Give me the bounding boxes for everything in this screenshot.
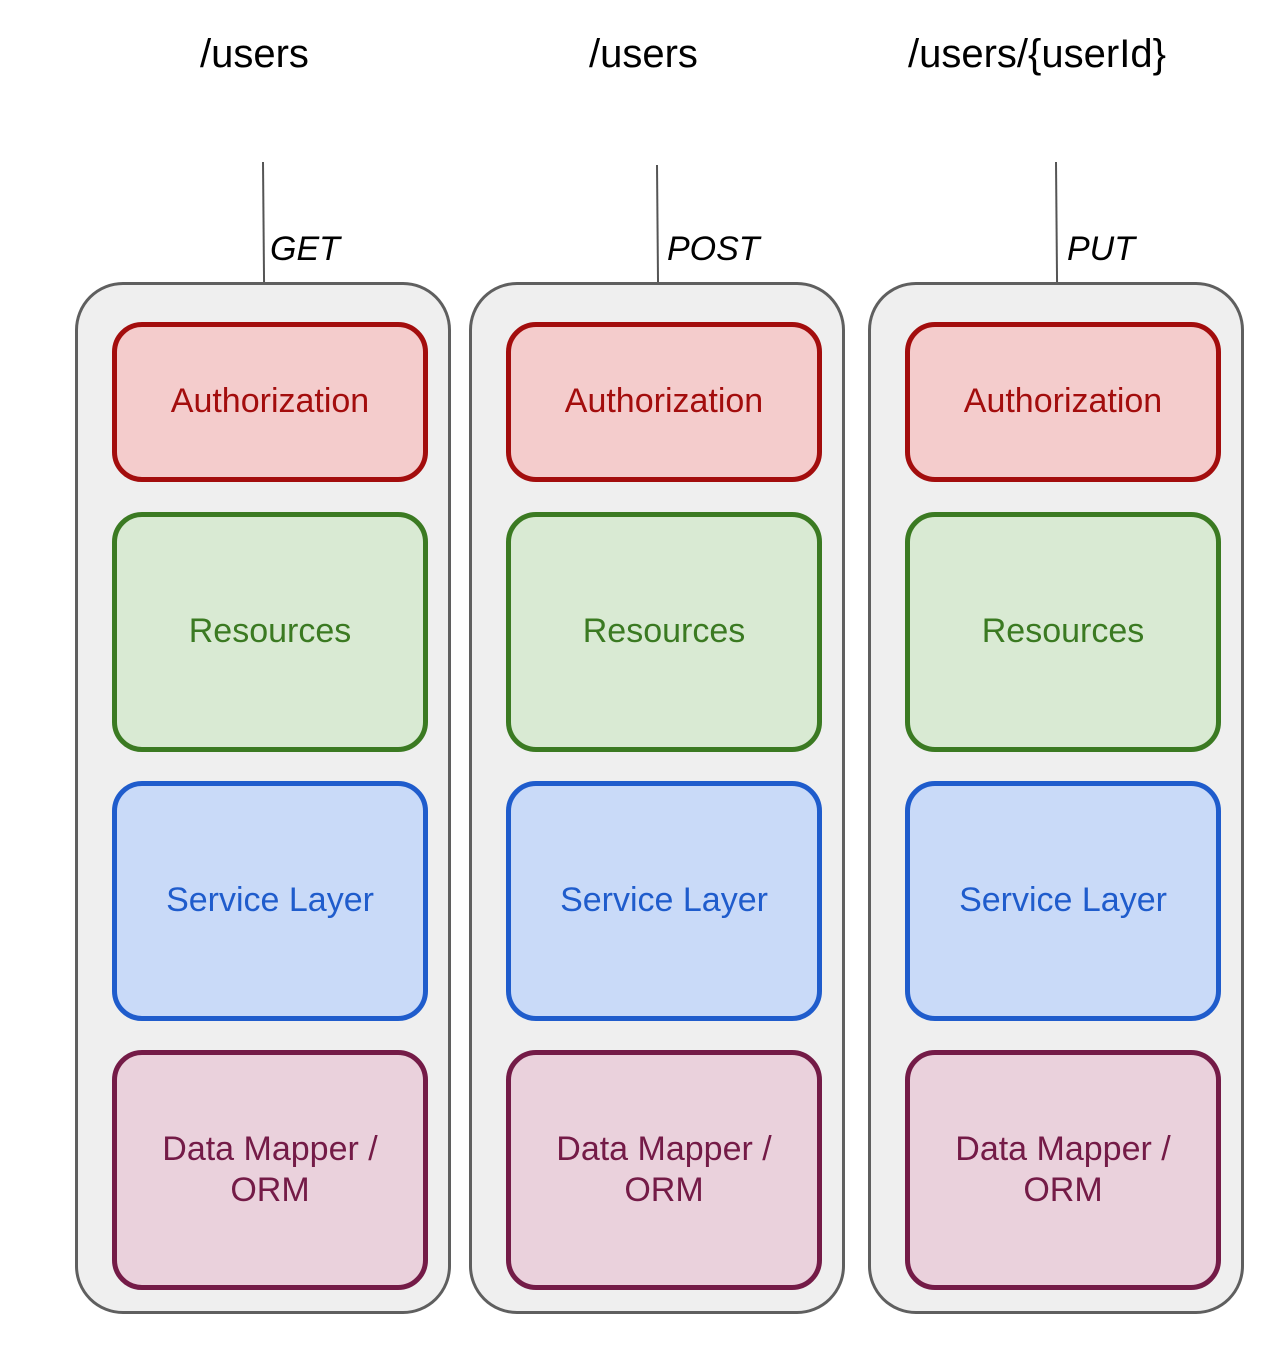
layer-stack: Authorization Resources Service Layer Da… [75, 282, 451, 1314]
service-layer: Service Layer [112, 781, 428, 1021]
resources-layer: Resources [506, 512, 822, 752]
layer-stack: Authorization Resources Service Layer Da… [469, 282, 845, 1314]
route-title: /users [589, 32, 698, 76]
data-mapper-layer: Data Mapper / ORM [112, 1050, 428, 1290]
http-method-label: GET [270, 230, 340, 268]
data-mapper-label-line2: ORM [1023, 1171, 1103, 1209]
service-layer-label: Service Layer [166, 881, 374, 920]
authorization-layer: Authorization [905, 322, 1221, 482]
service-layer: Service Layer [506, 781, 822, 1021]
resources-label: Resources [981, 612, 1145, 651]
authorization-label: Authorization [963, 382, 1163, 421]
data-mapper-layer: Data Mapper / ORM [905, 1050, 1221, 1290]
authorization-label: Authorization [170, 382, 370, 421]
route-title: /users [200, 32, 309, 76]
layer-stack: Authorization Resources Service Layer Da… [868, 282, 1244, 1314]
endpoint-column-get-users: /users GET Authorization Resources Servi… [0, 0, 460, 1352]
service-layer-label: Service Layer [959, 881, 1167, 920]
data-mapper-label-line1: Data Mapper / [162, 1129, 378, 1168]
resources-layer: Resources [112, 512, 428, 752]
route-title: /users/{userId} [908, 32, 1166, 76]
resources-layer: Resources [905, 512, 1221, 752]
data-mapper-label-line1: Data Mapper / [955, 1129, 1171, 1168]
http-method-label: POST [667, 230, 760, 268]
authorization-layer: Authorization [112, 322, 428, 482]
data-mapper-layer: Data Mapper / ORM [506, 1050, 822, 1290]
resources-label: Resources [188, 612, 352, 651]
connector-line [1055, 161, 1059, 283]
data-mapper-label-line2: ORM [624, 1171, 704, 1209]
data-mapper-label-line1: Data Mapper / [556, 1129, 772, 1168]
service-layer: Service Layer [905, 781, 1221, 1021]
authorization-label: Authorization [564, 382, 764, 421]
data-mapper-label-line2: ORM [230, 1171, 310, 1209]
authorization-layer: Authorization [506, 322, 822, 482]
resources-label: Resources [582, 612, 746, 651]
endpoint-column-post-users: /users POST Authorization Resources Serv… [469, 32, 845, 1314]
http-method-label: PUT [1067, 230, 1135, 268]
service-layer-label: Service Layer [560, 881, 768, 920]
